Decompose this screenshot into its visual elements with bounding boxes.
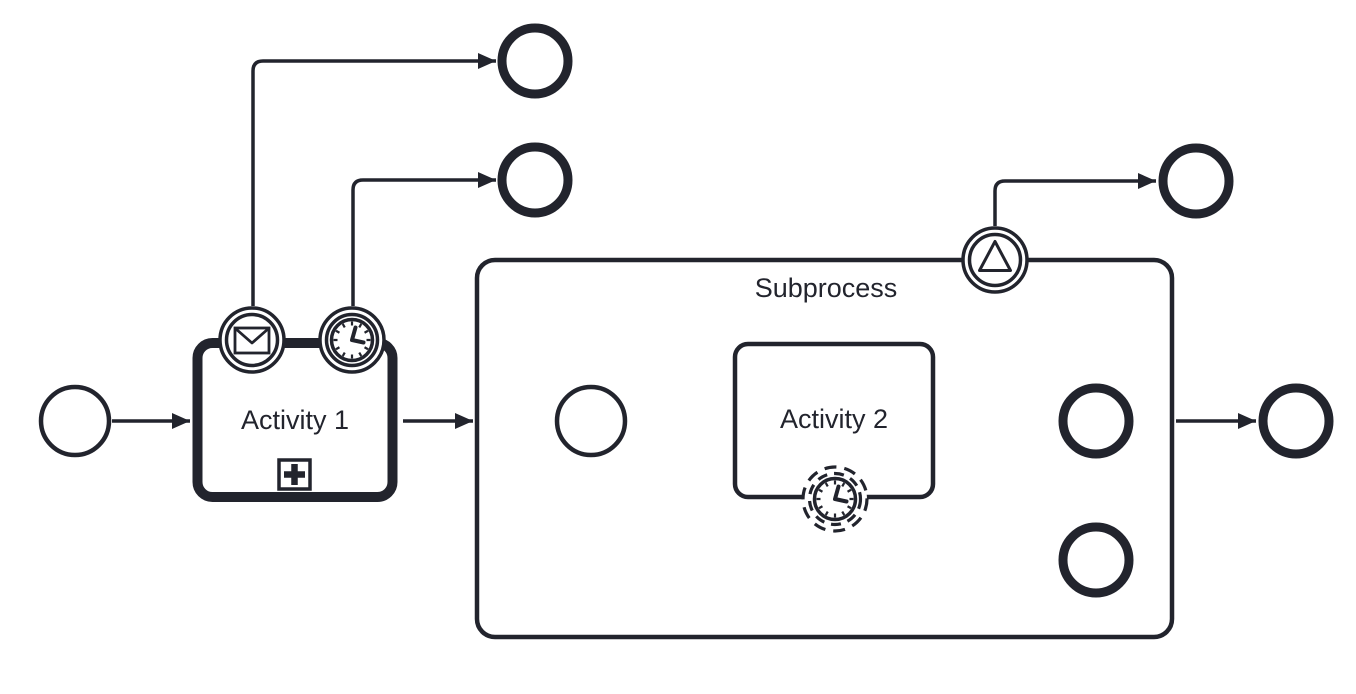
start-event-subprocess[interactable]: [554, 384, 628, 458]
connection-escalation-to-end[interactable]: [993, 173, 1156, 226]
boundary-event-escalation[interactable]: [961, 226, 1029, 294]
start-event-main[interactable]: [38, 384, 112, 458]
activity-2[interactable]: Activity 2: [732, 341, 936, 500]
timer-clock-icon: [329, 317, 375, 363]
boundary-event-timer[interactable]: [318, 306, 386, 374]
end-event-subprocess-timer[interactable]: [1058, 522, 1134, 598]
message-icon: [233, 326, 271, 355]
end-event-message-path[interactable]: [497, 23, 573, 99]
plus-subprocess-marker-icon: [277, 458, 312, 491]
activity-2-label: Activity 2: [780, 404, 888, 434]
activity-1[interactable]: Activity 1: [192, 338, 398, 502]
escalation-triangle-icon: [978, 240, 1012, 272]
end-event-escalation-path[interactable]: [1158, 143, 1234, 219]
activity-1-label: Activity 1: [241, 405, 349, 435]
boundary-event-message[interactable]: [218, 306, 286, 374]
connection-timer-to-end[interactable]: [351, 172, 496, 306]
end-event-subprocess-main[interactable]: [1058, 383, 1134, 459]
boundary-event-timer-non-interrupting[interactable]: [801, 465, 869, 533]
end-event-timer-path[interactable]: [497, 142, 573, 218]
timer-clock-icon: [812, 476, 858, 522]
end-event-final[interactable]: [1258, 383, 1334, 459]
connection-message-to-end[interactable]: [251, 53, 496, 306]
subprocess-label: Subprocess: [755, 273, 898, 303]
